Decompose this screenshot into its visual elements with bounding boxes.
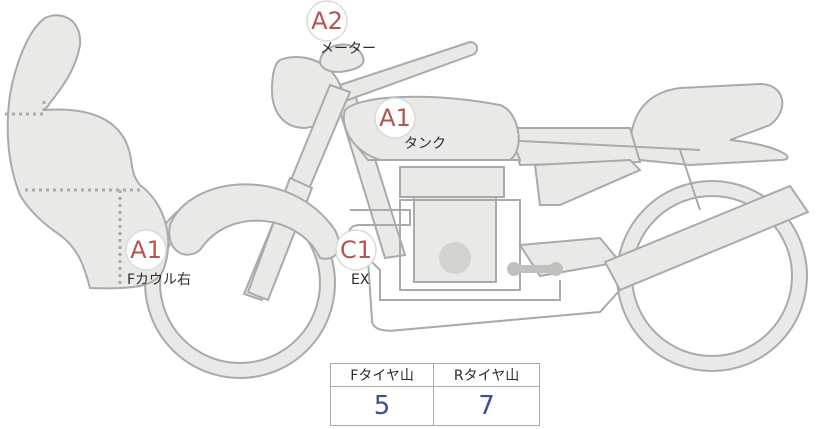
fcowl-code: A1 [130, 236, 162, 264]
handlebar [338, 40, 478, 102]
badge-tank-circle [374, 97, 416, 139]
front-cowl [6, 14, 170, 290]
engine [399, 166, 563, 291]
ex-label: EX [351, 272, 370, 288]
badge-meter-circle [306, 0, 348, 42]
front-tire-header: Fタイヤ山 [329, 363, 435, 387]
ex-code: C1 [339, 236, 373, 264]
meter-label: メーター [320, 41, 376, 57]
tank-label: タンク [404, 136, 446, 152]
badge-ex-circle [335, 229, 377, 271]
fcowl-label: Fカウル右 [127, 272, 192, 288]
rear-seat [628, 82, 789, 167]
tire-tread-table: Fタイヤ山 Rタイヤ山 5 7 [329, 363, 540, 426]
tire-table-header-row: Fタイヤ山 Rタイヤ山 [329, 363, 540, 387]
front-tire-value: 5 [329, 386, 435, 426]
front-fender [168, 183, 340, 260]
rear-frame [499, 139, 701, 211]
rear-tire-header: Rタイヤ山 [433, 363, 540, 387]
meter-code: A2 [311, 7, 343, 35]
tank-code: A1 [379, 104, 411, 132]
tire-table-value-row: 5 7 [329, 386, 540, 426]
side-panel [533, 158, 642, 206]
exhaust-pipe-lower [367, 259, 621, 332]
rear-tire-value: 7 [433, 386, 540, 426]
badge-fcowl-circle [125, 229, 167, 271]
rear-fender [603, 184, 810, 292]
meter-housing [319, 43, 365, 74]
